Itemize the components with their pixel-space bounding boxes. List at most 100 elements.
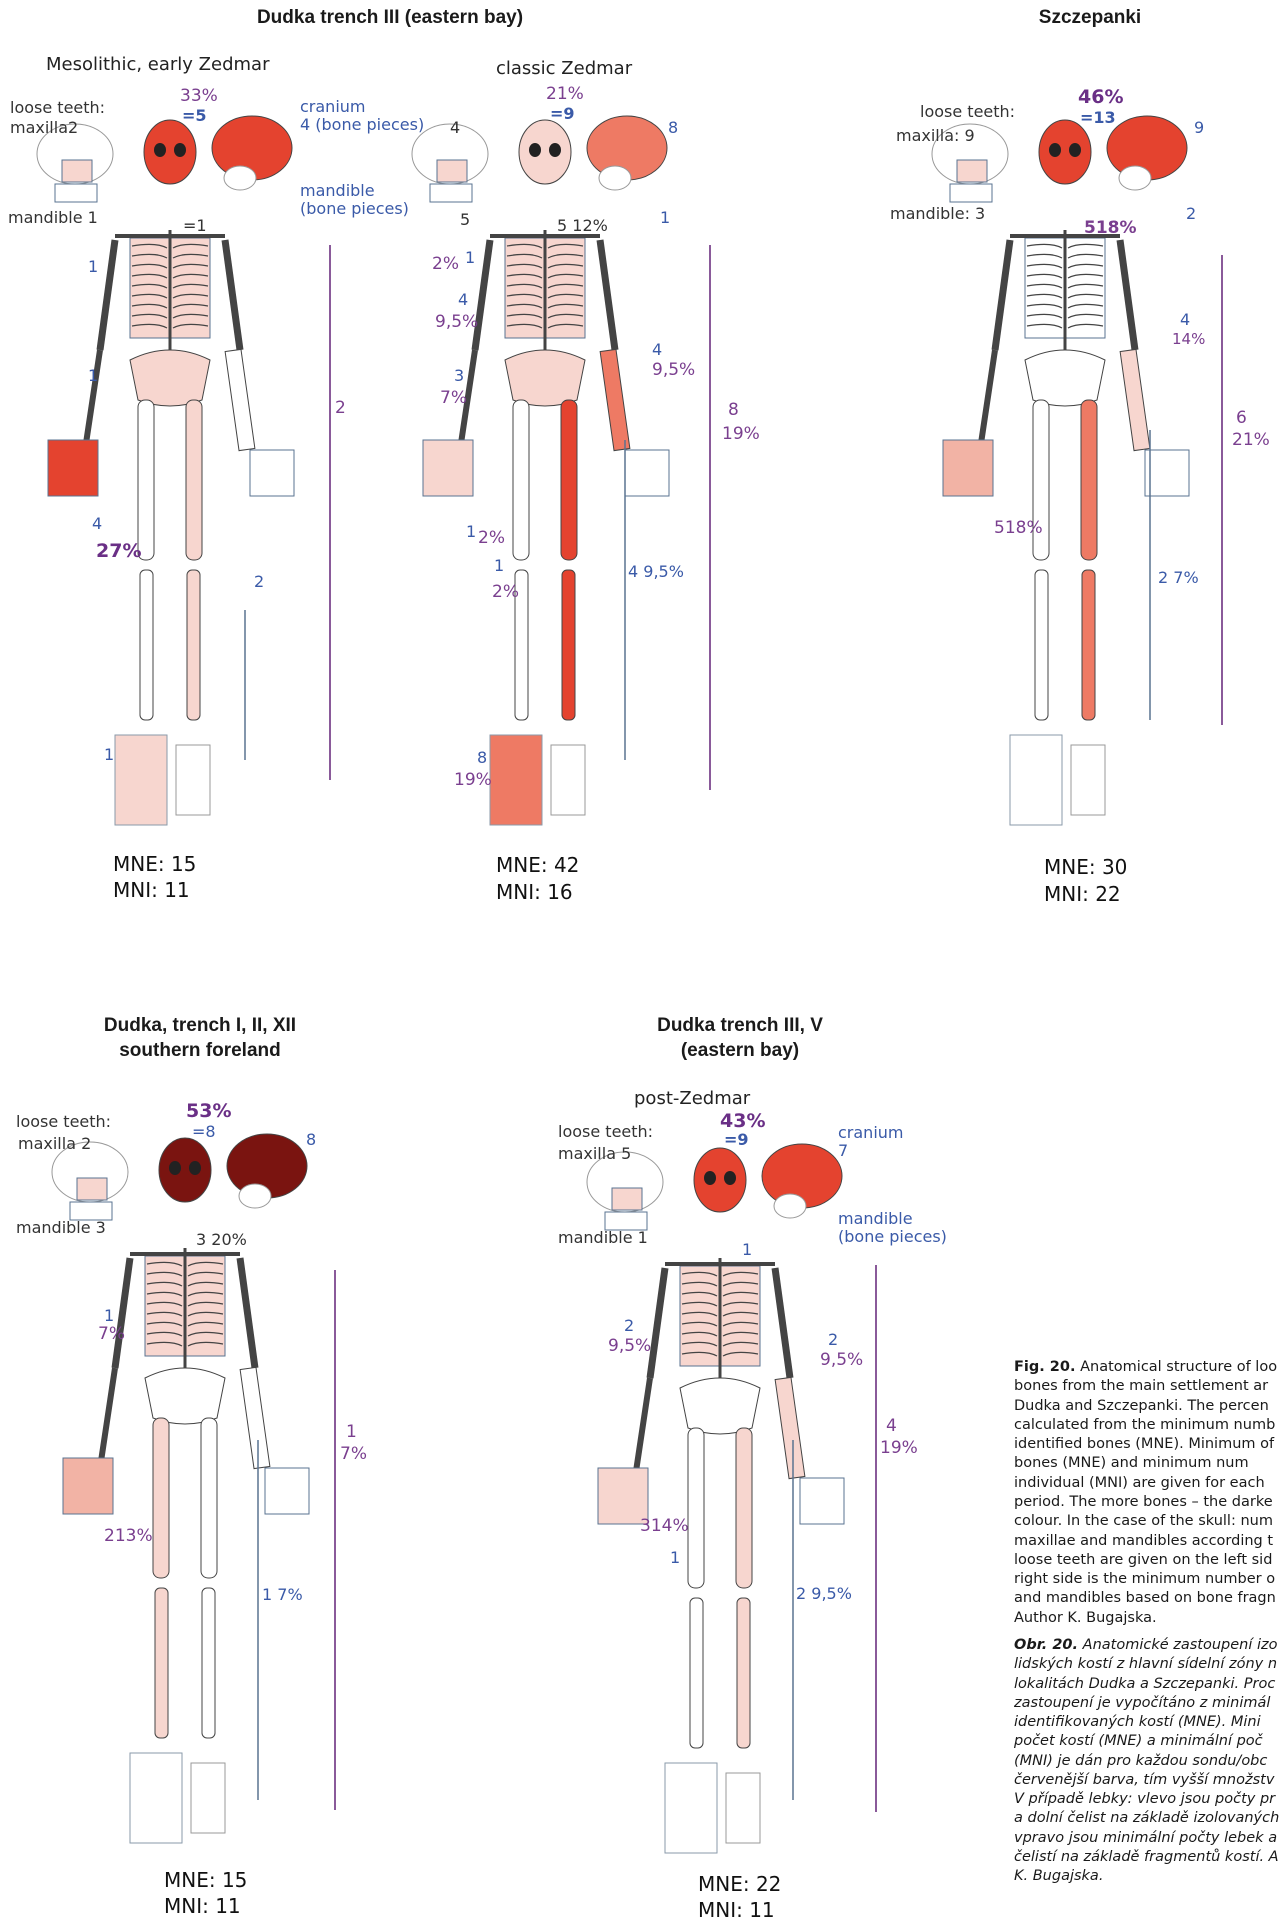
loose-teeth-label: loose teeth: xyxy=(10,98,105,117)
femur-left-icon xyxy=(153,1418,169,1578)
label-clavicle: 1 xyxy=(465,248,475,267)
skull-percent: 43% xyxy=(720,1110,765,1132)
label-arm: 8 xyxy=(728,400,739,420)
forearm-right-icon xyxy=(225,349,255,450)
humerus-icon xyxy=(600,240,615,350)
skull-count: =13 xyxy=(1080,108,1116,127)
maxilla-label: maxilla 5 xyxy=(558,1144,631,1163)
eye-socket-icon xyxy=(189,1161,201,1175)
maxilla-count: 4 xyxy=(450,118,460,137)
hand-right-box xyxy=(625,450,669,496)
tibia-right-icon xyxy=(202,1588,215,1738)
foot-right-icon xyxy=(1071,745,1105,815)
label-hand: 518% xyxy=(994,518,1043,538)
label-leg: 2 7% xyxy=(1158,568,1199,587)
label-arm: 4 xyxy=(886,1416,897,1436)
pelvis-icon xyxy=(145,1368,225,1424)
foot-left-box xyxy=(490,735,542,825)
mne-value: MNE: 22 xyxy=(698,1872,781,1897)
label-foot-pct: 19% xyxy=(454,770,492,790)
skull-front-icon xyxy=(144,120,196,184)
eye-socket-icon xyxy=(1069,143,1081,157)
skull-percent: 53% xyxy=(186,1100,231,1122)
tibia-right-icon xyxy=(562,570,575,720)
humerus-icon xyxy=(775,1268,790,1378)
figure-caption: Fig. 20. Anatomical structure of loo bon… xyxy=(1014,1358,1285,1895)
eye-socket-icon xyxy=(154,143,166,157)
label-knee: 1 xyxy=(670,1548,680,1567)
pelvis-icon xyxy=(680,1378,760,1434)
loose-teeth-label: loose teeth: xyxy=(920,102,1015,121)
eye-socket-icon xyxy=(169,1161,181,1175)
neck-count: 5 12% xyxy=(557,216,608,235)
maxilla-label: maxilla2 xyxy=(10,118,78,137)
skull-count: =9 xyxy=(550,104,575,123)
label-pelvis: 3 xyxy=(454,366,464,385)
jaw-side-icon xyxy=(774,1194,806,1218)
period-label: post-Zedmar xyxy=(634,1088,750,1109)
label-arm: 1 xyxy=(346,1422,357,1442)
label-arm-pct: 19% xyxy=(880,1438,918,1458)
mandible-box xyxy=(55,184,97,202)
hand-right-box xyxy=(265,1468,309,1514)
hand-right-box xyxy=(1145,450,1189,496)
tibia-left-icon xyxy=(690,1598,703,1748)
forearm-right-icon xyxy=(600,349,630,450)
label-hand: 4 xyxy=(92,514,102,533)
skull-count: =8 xyxy=(192,1122,216,1141)
femur-right-icon xyxy=(736,1428,752,1588)
label-arm-pct: 19% xyxy=(722,424,760,444)
label-torso: 2 xyxy=(624,1316,634,1335)
tibia-right-icon xyxy=(1082,570,1095,720)
cranium-count: 8 xyxy=(668,118,678,137)
label-clavicle-pct: 2% xyxy=(432,254,459,274)
mandible-label: mandible 3 xyxy=(16,1218,106,1237)
label-pelvis-pct: 7% xyxy=(440,388,467,408)
label-hand: 314% xyxy=(640,1516,689,1536)
label-hand: 1 xyxy=(466,522,476,541)
skull-count: =5 xyxy=(182,106,207,125)
label-forearm-pct: 9,5% xyxy=(820,1350,863,1370)
label-torso: 1 xyxy=(104,1306,114,1325)
forearm-icon xyxy=(980,350,995,450)
maxilla-label: maxilla: 9 xyxy=(896,126,975,145)
maxilla-label: maxilla 2 xyxy=(18,1134,91,1153)
caption-en-label: Fig. 20. xyxy=(1014,1359,1076,1375)
mandible-count: 5 xyxy=(460,210,470,229)
tibia-left-icon xyxy=(155,1588,168,1738)
mni-value: MNI: 11 xyxy=(164,1894,241,1919)
neck-count: 1 xyxy=(742,1240,752,1259)
forearm-right-icon xyxy=(1120,349,1150,450)
skull-count: =9 xyxy=(724,1130,749,1149)
humerus-icon xyxy=(240,1258,255,1368)
femur-right-icon xyxy=(201,1418,217,1578)
label-torso-pct: 7% xyxy=(98,1324,125,1344)
label-knee: 1 xyxy=(494,556,504,575)
mne-value: MNE: 42 xyxy=(496,853,579,878)
label-forearm-pct: 9,5% xyxy=(652,360,695,380)
femur-right-icon xyxy=(186,400,202,560)
jaw-side-icon xyxy=(599,166,631,190)
skull-percent: 46% xyxy=(1078,86,1123,108)
mne-value: MNE: 15 xyxy=(113,852,196,877)
label-torso: 4 xyxy=(458,290,468,309)
caption-cz-label: Obr. 20. xyxy=(1014,1637,1078,1653)
label-foot: 1 xyxy=(104,745,114,764)
hand-right-box xyxy=(800,1478,844,1524)
foot-left-box xyxy=(1010,735,1062,825)
mni-value: MNI: 11 xyxy=(698,1898,775,1923)
skull-front-icon xyxy=(1039,120,1091,184)
skull-front-icon xyxy=(159,1138,211,1202)
skull-front-icon xyxy=(694,1148,746,1212)
foot-right-icon xyxy=(191,1763,225,1833)
cranium-count: 9 xyxy=(1194,118,1204,137)
label-torso: 1 xyxy=(88,257,98,276)
eye-socket-icon xyxy=(529,143,541,157)
neck-count: 518% xyxy=(1084,218,1137,238)
label-leg: 2 xyxy=(254,572,264,591)
jaw-side-icon xyxy=(224,166,256,190)
humerus-icon xyxy=(475,240,490,350)
pelvis-icon xyxy=(505,350,585,406)
label-arm-pct: 7% xyxy=(340,1444,367,1464)
cranium-label: cranium 4 (bone pieces) xyxy=(300,98,424,133)
